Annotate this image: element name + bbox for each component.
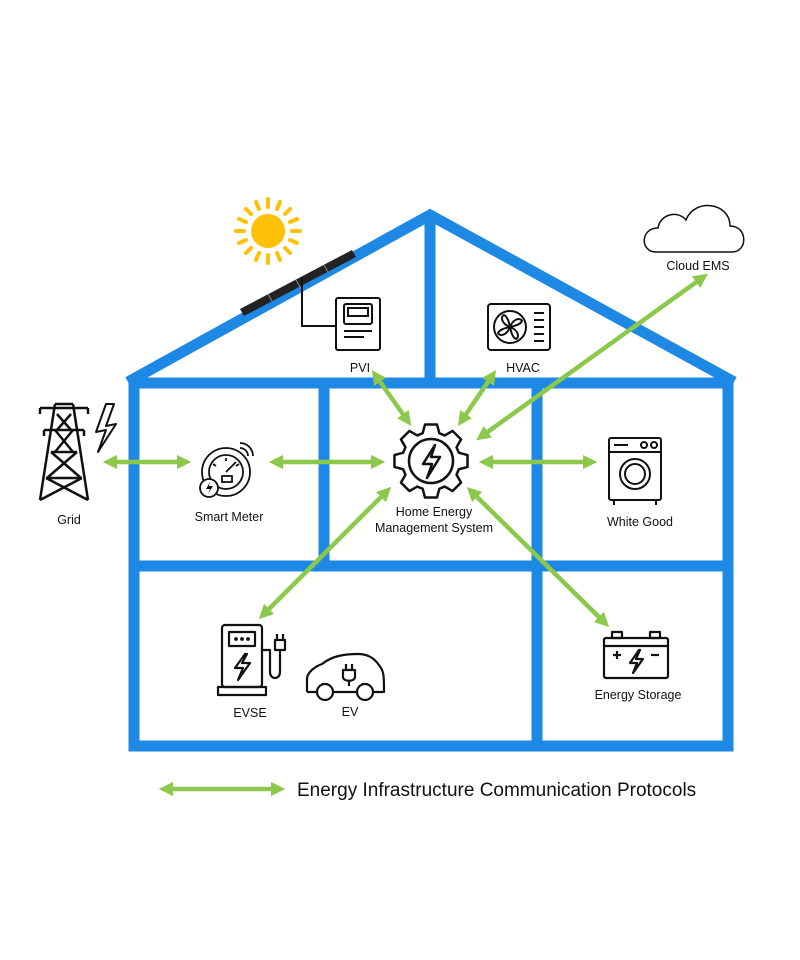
gear-lightning-icon: [393, 423, 469, 499]
transmission-tower-icon: [38, 402, 90, 502]
arrow-hems-pvi: [371, 370, 412, 426]
arrow-hems-evse: [258, 486, 392, 620]
lightning-icon: [95, 403, 117, 453]
cloud-ems-label: Cloud EMS: [666, 259, 729, 273]
hvac-unit-icon: [487, 303, 551, 351]
legend-text: Energy Infrastructure Communication Prot…: [297, 780, 696, 801]
ev-label: EV: [342, 705, 359, 719]
pvi-label: PVI: [350, 361, 370, 375]
washing-machine-icon: [608, 437, 662, 505]
communication-arrows: [102, 273, 708, 628]
grid-label: Grid: [57, 513, 81, 527]
cloud-icon: [643, 204, 745, 253]
smart-meter-icon: [199, 442, 254, 498]
evse-label: EVSE: [233, 706, 266, 720]
charging-station-icon: [216, 623, 287, 697]
electric-car-icon: [305, 652, 386, 702]
arrow-hems-cloud-ems: [476, 273, 708, 441]
energy-storage-label: Energy Storage: [595, 688, 682, 702]
battery-icon: [602, 630, 670, 680]
hems-label-line2: Management System: [375, 521, 493, 535]
white-good-label: White Good: [607, 515, 673, 529]
inverter-icon: [335, 297, 381, 351]
hems-label-line1: Home Energy: [396, 505, 473, 519]
smart-meter-label: Smart Meter: [195, 510, 264, 524]
hvac-label: HVAC: [506, 361, 540, 375]
sun-icon: [234, 197, 302, 265]
legend: Energy Infrastructure Communication Prot…: [158, 780, 696, 801]
solar-panel-icon: [240, 250, 356, 327]
arrow-hems-energy-storage: [466, 486, 610, 628]
